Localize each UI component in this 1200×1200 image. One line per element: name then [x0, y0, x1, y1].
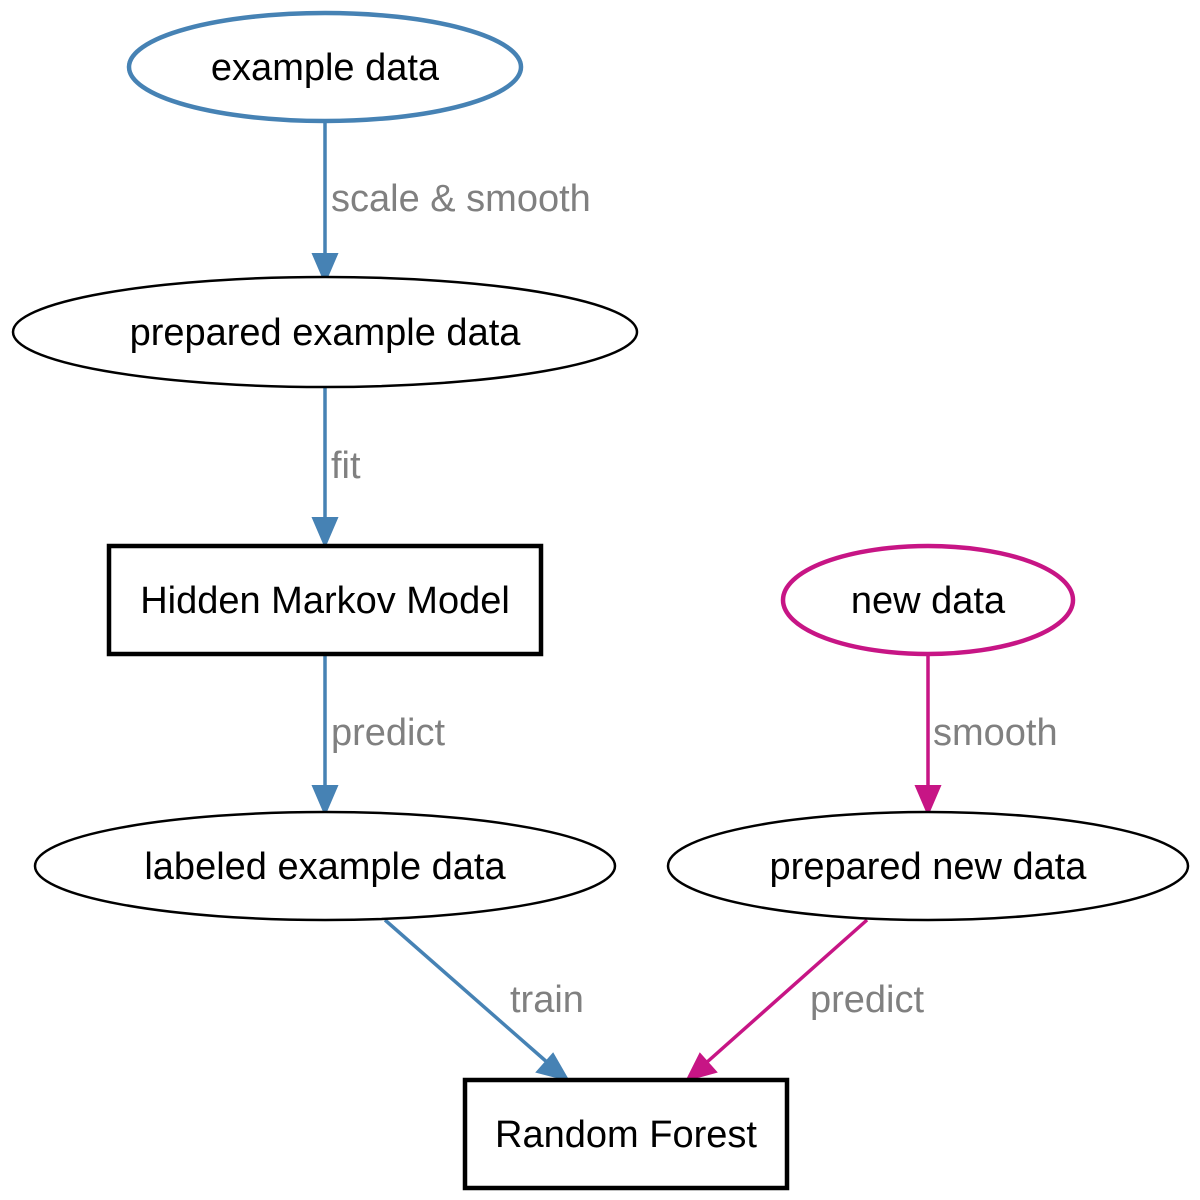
node-shape [462, 1077, 790, 1191]
node-hidden-markov-model[interactable]: Hidden Markov Model [106, 543, 544, 657]
edge-predict-rf: predict [685, 918, 924, 1082]
edge-label: scale & smooth [331, 178, 591, 220]
edge-label: train [510, 979, 584, 1021]
node-label: new data [851, 580, 1006, 622]
node-shape [126, 10, 524, 124]
node-new-data[interactable]: new data [780, 543, 1076, 657]
arrowhead-icon [535, 1052, 571, 1082]
edge-smooth: smooth [914, 655, 1058, 817]
node-label: example data [211, 47, 440, 89]
edge-fit: fit [311, 388, 361, 549]
arrowhead-icon [311, 253, 339, 285]
arrowhead-icon [685, 1052, 718, 1082]
edge-line [704, 918, 869, 1065]
arrowhead-icon [311, 517, 339, 549]
node-label: prepared new data [770, 846, 1088, 888]
node-shape [33, 810, 617, 922]
node-shape [666, 810, 1190, 922]
node-prepared-new-data[interactable]: prepared new data [666, 810, 1190, 922]
node-example-data[interactable]: example data [126, 10, 524, 124]
node-label: Hidden Markov Model [140, 580, 510, 622]
edge-label: predict [810, 979, 924, 1021]
node-label: prepared example data [130, 312, 522, 354]
edge-line [383, 918, 550, 1065]
edge-label: predict [331, 712, 445, 754]
node-prepared-example-data[interactable]: prepared example data [11, 275, 639, 389]
node-random-forest[interactable]: Random Forest [462, 1077, 790, 1191]
edge-label: fit [331, 445, 361, 487]
node-labeled-example-data[interactable]: labeled example data [33, 810, 617, 922]
edge-label: smooth [933, 712, 1058, 754]
node-label: labeled example data [144, 846, 506, 888]
node-shape [106, 543, 544, 657]
node-label: Random Forest [495, 1114, 757, 1156]
arrowhead-icon [311, 785, 339, 817]
arrowhead-icon [914, 785, 942, 817]
edge-train: train [383, 918, 584, 1082]
node-shape [11, 275, 639, 389]
edge-predict-hmm: predict [311, 655, 445, 817]
edge-scale-smooth: scale & smooth [311, 122, 591, 285]
node-shape [780, 543, 1076, 657]
